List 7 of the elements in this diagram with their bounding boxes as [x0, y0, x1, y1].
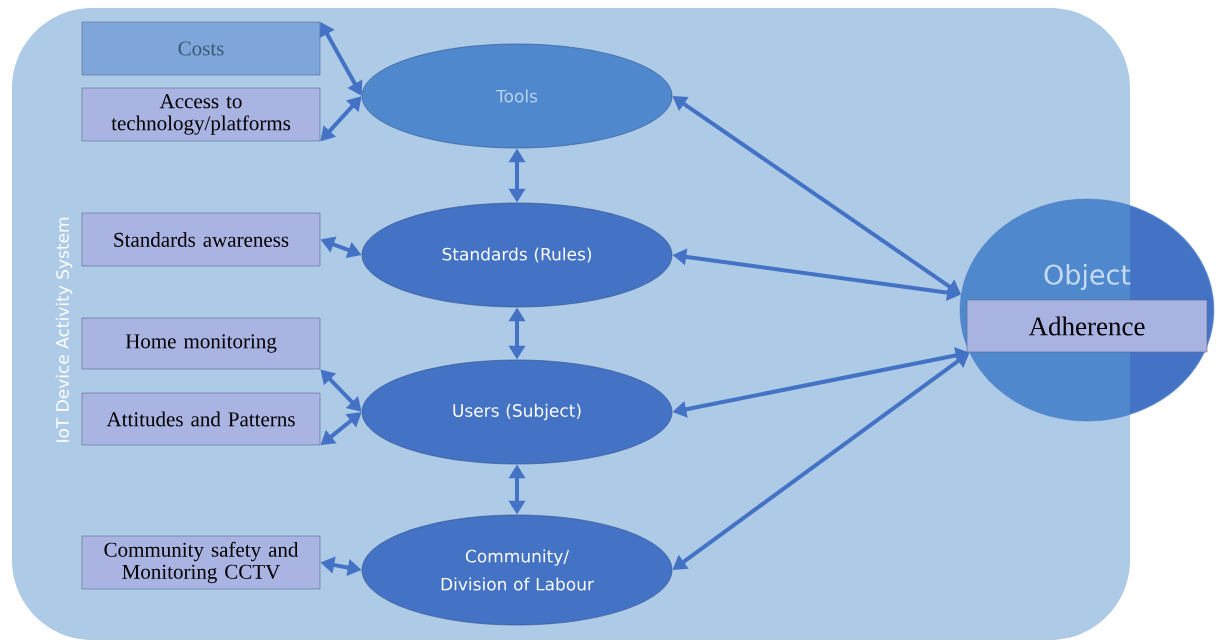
factor-box: Attitudes and Patterns	[81, 392, 321, 446]
factor-box: Access to technology/platforms	[81, 87, 321, 142]
factor-box: Community safety and Monitoring CCTV	[81, 535, 321, 590]
factor-box: Home monitoring	[81, 317, 321, 370]
factor-box: Standards awareness	[81, 212, 321, 267]
factor-box: Costs	[81, 21, 321, 76]
adherence-box: Adherence	[966, 299, 1208, 353]
